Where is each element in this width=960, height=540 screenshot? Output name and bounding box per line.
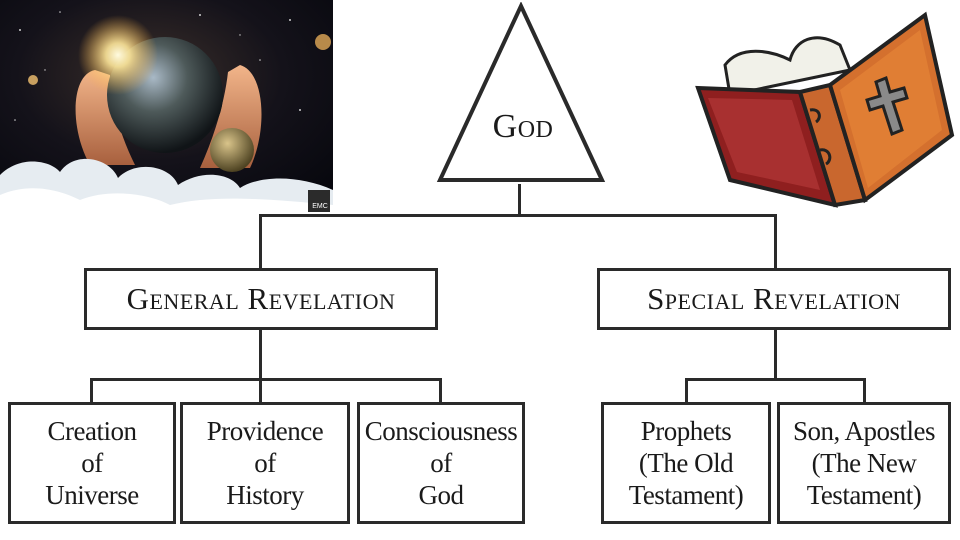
connector-general-bar xyxy=(90,378,442,381)
connector-god-stem xyxy=(518,184,521,216)
leaf-line: of xyxy=(81,448,103,478)
special-revelation-box: Special Revelation xyxy=(597,268,951,330)
connector-special-bar xyxy=(685,378,866,381)
connector-special-right xyxy=(863,378,866,404)
hands-holding-earth-image: EMC xyxy=(0,0,333,216)
connector-general-right xyxy=(439,378,442,404)
god-label: God xyxy=(492,108,554,145)
leaf-line: (The New xyxy=(811,448,917,478)
son-apostles-new-testament-box: Son, Apostles (The New Testament) xyxy=(777,402,951,524)
leaf-line: Universe xyxy=(45,480,139,510)
god-triangle xyxy=(436,2,606,182)
leaf-line: (The Old xyxy=(638,448,734,478)
providence-of-history-box: Providence of History xyxy=(180,402,350,524)
leaf-line: Prophets xyxy=(640,416,732,446)
connector-special-left xyxy=(685,378,688,404)
special-revelation-label: Special Revelation xyxy=(647,281,901,316)
general-revelation-label: General Revelation xyxy=(126,281,396,316)
leaf-line: Testament) xyxy=(806,480,922,510)
leaf-line: of xyxy=(430,448,452,478)
general-revelation-box: General Revelation xyxy=(84,268,438,330)
leaf-line: Son, Apostles xyxy=(792,416,936,446)
connector-general-drop xyxy=(259,214,262,270)
bible-book-image xyxy=(690,0,958,218)
connector-special-drop xyxy=(774,214,777,270)
connector-special-stem xyxy=(774,330,777,380)
prophets-old-testament-box: Prophets (The Old Testament) xyxy=(601,402,771,524)
leaf-line: Creation xyxy=(47,416,137,446)
leaf-line: History xyxy=(226,480,304,510)
leaf-line: Consciousness xyxy=(364,416,518,446)
leaf-line: God xyxy=(418,480,465,510)
leaf-line: Testament) xyxy=(628,480,744,510)
connector-general-mid xyxy=(259,378,262,404)
leaf-line: Providence xyxy=(206,416,324,446)
connector-general-stem xyxy=(259,330,262,380)
creation-of-universe-box: Creation of Universe xyxy=(8,402,176,524)
connector-top-bar xyxy=(259,214,777,217)
connector-general-left xyxy=(90,378,93,404)
watermark-label: EMC xyxy=(312,203,328,210)
leaf-line: of xyxy=(254,448,276,478)
consciousness-of-god-box: Consciousness of God xyxy=(357,402,525,524)
